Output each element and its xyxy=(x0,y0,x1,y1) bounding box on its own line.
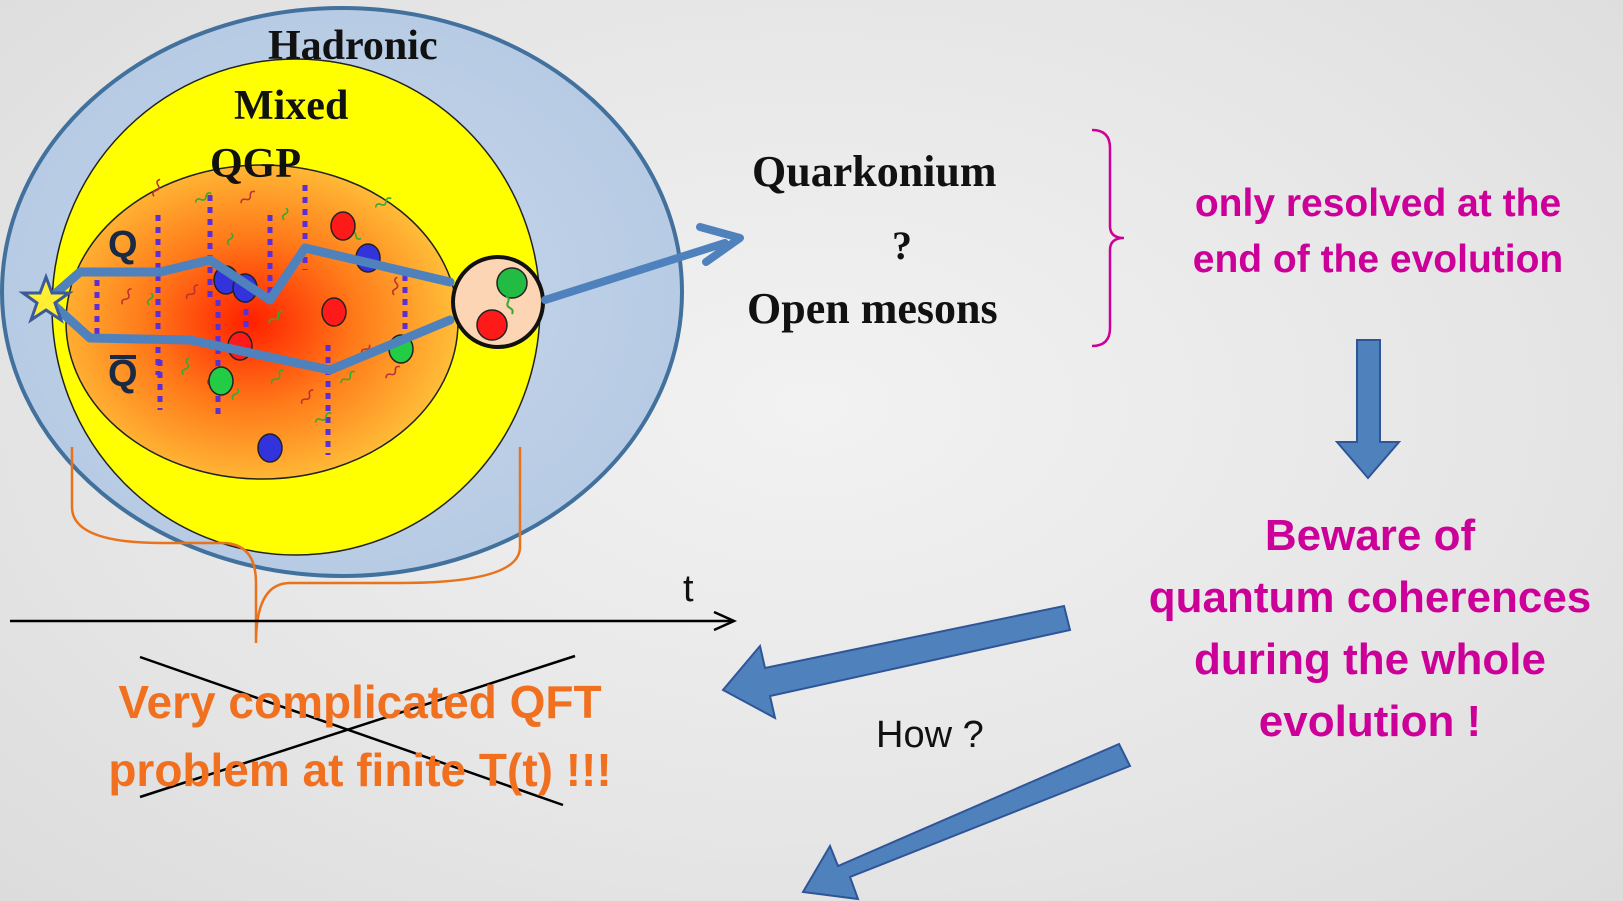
bound-gluon xyxy=(505,295,514,315)
time-axis-label: t xyxy=(683,568,694,610)
down-block-arrow xyxy=(1334,339,1402,480)
beware-line-4: evolution ! xyxy=(1258,697,1482,746)
down-left-block-arrow xyxy=(801,742,1132,901)
beware-line-2: quantum coherences xyxy=(1148,573,1592,622)
open-mesons-label: Open mesons xyxy=(747,284,998,333)
beware-line-3: during the whole xyxy=(1194,635,1546,684)
qbar-trajectory xyxy=(43,295,455,375)
mixed-label: Mixed xyxy=(234,83,349,129)
question-mark: ? xyxy=(892,223,912,268)
outcome-arrow xyxy=(541,223,744,304)
resolved-note: only resolved at the end of the evolutio… xyxy=(1168,176,1588,288)
gluon-squiggles xyxy=(121,178,401,423)
left-block-arrow xyxy=(721,604,1072,720)
quark-trajectories xyxy=(43,243,455,375)
production-star xyxy=(18,272,74,324)
bound-quark-red xyxy=(476,309,508,341)
beware-line-1: Beware of xyxy=(1264,511,1476,560)
outcome-bracket xyxy=(1091,128,1125,348)
beware-note: Beware of quantum coherences during the … xyxy=(1130,505,1610,753)
qgp-label: QGP xyxy=(210,141,301,187)
hadronic-label: Hadronic xyxy=(268,23,438,69)
qbar-label: Q xyxy=(108,353,138,395)
q-trajectory xyxy=(43,243,455,305)
qft-line-1: Very complicated QFT xyxy=(118,676,602,728)
quarkonium-label: Quarkonium xyxy=(752,147,997,196)
gluon-exchange-lines xyxy=(94,185,408,455)
resolved-line-1: only resolved at the xyxy=(1194,182,1562,225)
qgp-region xyxy=(65,164,459,480)
q-label: Q xyxy=(108,224,138,266)
bound-quark-green xyxy=(496,267,528,299)
how-label: How ? xyxy=(876,714,984,756)
resolved-line-2: end of the evolution xyxy=(1192,238,1564,281)
time-axis xyxy=(10,610,738,632)
qbar-label-wrap: Q xyxy=(108,353,138,396)
qbar-overline xyxy=(110,355,136,359)
strike-cross xyxy=(139,654,576,807)
qft-note: Very complicated QFT problem at finite T… xyxy=(60,668,660,804)
qft-line-2: problem at finite T(t) !!! xyxy=(108,744,612,796)
qgp-time-brace xyxy=(70,447,522,644)
